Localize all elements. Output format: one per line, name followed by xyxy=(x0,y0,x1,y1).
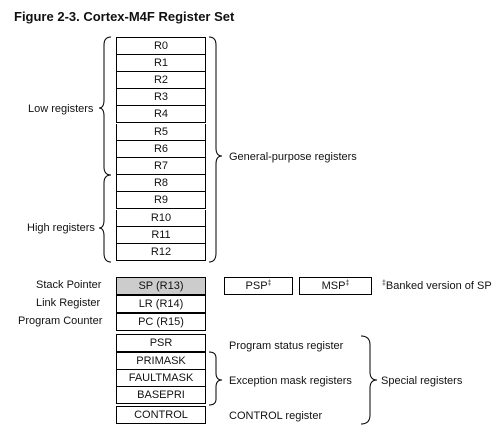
control-description: CONTROL register xyxy=(229,410,323,422)
general-purpose-label: General-purpose registers xyxy=(229,151,357,163)
register-r5: R5 xyxy=(116,124,206,141)
special-registers-brace xyxy=(360,335,378,425)
psp-register-label: PSP xyxy=(245,280,268,292)
register-r8: R8 xyxy=(116,175,206,192)
general-purpose-brace xyxy=(208,36,223,263)
msp-register: MSP‡ xyxy=(299,277,372,295)
register-r1: R1 xyxy=(116,55,206,72)
psp-banked-mark: ‡ xyxy=(267,280,272,287)
psp-register: PSP‡ xyxy=(224,277,293,295)
register-lr: LR (R14) xyxy=(116,295,206,313)
register-sp: SP (R13) xyxy=(116,277,206,295)
msp-register-label: MSP xyxy=(321,280,346,292)
register-primask: PRIMASK xyxy=(116,352,206,370)
stack-pointer-label: Stack Pointer xyxy=(36,279,102,291)
register-pc: PC (R15) xyxy=(116,313,206,331)
banked-note-text: Banked version of SP xyxy=(385,280,492,292)
register-psr: PSR xyxy=(116,334,206,352)
high-registers-brace xyxy=(98,174,112,263)
register-r12: R12 xyxy=(116,244,206,261)
register-faultmask: FAULTMASK xyxy=(116,370,206,387)
register-basepri: BASEPRI xyxy=(116,387,206,404)
register-r7: R7 xyxy=(116,158,206,175)
link-register-label: Link Register xyxy=(36,297,101,309)
mask-description: Exception mask registers xyxy=(229,375,352,387)
register-r11: R11 xyxy=(116,227,206,244)
program-counter-label: Program Counter xyxy=(18,315,103,327)
special-registers-label: Special registers xyxy=(381,375,463,387)
register-control: CONTROL xyxy=(116,406,206,424)
register-r10: R10 xyxy=(116,210,206,227)
register-r0: R0 xyxy=(116,37,206,55)
register-r2: R2 xyxy=(116,72,206,89)
low-registers-brace xyxy=(98,36,112,176)
msp-banked-mark: ‡ xyxy=(345,280,350,287)
figure-title: Figure 2-3. Cortex-M4F Register Set xyxy=(14,9,235,24)
banked-note-mark: ‡ xyxy=(382,280,386,287)
high-registers-label: High registers xyxy=(27,222,95,234)
register-r4: R4 xyxy=(116,106,206,123)
psr-description: Program status register xyxy=(229,340,344,352)
low-registers-label: Low registers xyxy=(28,103,94,115)
register-r6: R6 xyxy=(116,141,206,158)
register-sp-label: SP (R13) xyxy=(138,280,184,292)
register-r9: R9 xyxy=(116,192,206,209)
register-r3: R3 xyxy=(116,89,206,106)
banked-note: ‡Banked version of SP xyxy=(382,280,492,292)
exception-mask-brace xyxy=(208,351,223,406)
